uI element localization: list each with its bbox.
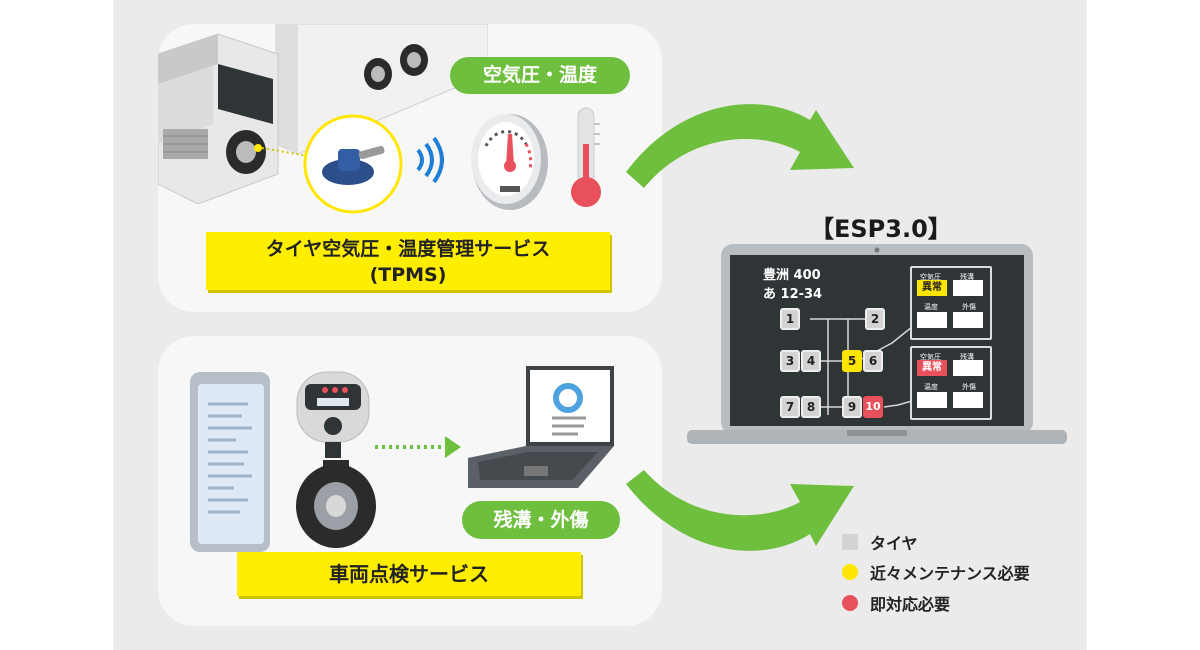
tire-8[interactable]: 8 [801,396,821,418]
damage-value [953,392,983,408]
yellow-circle-icon [842,564,858,580]
status-badge: 異常 [917,360,947,376]
tire-1[interactable]: 1 [780,308,800,330]
tpms-service-label: タイヤ空気圧・温度管理サービス (TPMS) [206,232,610,290]
legend-item-immediate-action: 即対応必要 [842,590,950,616]
temp-label: 温度 [924,303,938,311]
legend-item-tire: タイヤ [842,529,918,555]
damage-value [953,312,983,328]
pressure-label: 空気圧 [920,273,941,281]
status-badge: 異常 [917,280,947,296]
tpms-label-line2: (TPMS) [369,264,447,286]
legend-label: 即対応必要 [870,595,951,614]
tire-2[interactable]: 2 [865,308,885,330]
legend-label: 近々メンテナンス必要 [870,564,1030,583]
groove-label: 残溝 [960,273,974,281]
damage-label: 外傷 [962,383,976,391]
dotted-arrow-icon [375,436,461,458]
inspection-service-label: 車両点検サービス [237,552,581,596]
tire-9[interactable]: 9 [842,396,862,418]
vehicle-plate-line1: 豊洲 400 [763,268,821,283]
inspection-badge: 残溝・外傷 [462,501,620,539]
tire-3[interactable]: 3 [780,350,800,372]
esp-title: 【ESP3.0】 [810,215,952,243]
tire-5[interactable]: 5 [842,350,862,372]
tire-7[interactable]: 7 [780,396,800,418]
smartphone-icon [190,372,270,552]
wireless-signal-icon [416,136,444,184]
damage-label: 外傷 [962,303,976,311]
temp-value [917,392,947,408]
pressure-gauge-icon [471,114,548,210]
laptop-report-icon [468,366,614,488]
groove-value [953,360,983,376]
tire-info-box-bottom[interactable]: 空気圧 残溝 異常 温度 外傷 [910,346,992,420]
temp-label: 温度 [924,383,938,391]
tpms-label-line1: タイヤ空気圧・温度管理サービス [265,238,551,260]
groove-value [953,280,983,296]
temp-value [917,312,947,328]
arrow-to-esp-top [626,104,854,188]
tire-6[interactable]: 6 [863,350,883,372]
tire-info-box-top[interactable]: 空気圧 残溝 異常 温度 外傷 [910,266,992,340]
vehicle-plate-line2: あ 12-34 [763,287,823,302]
tpms-sensor-icon [303,114,403,214]
legend-label: タイヤ [870,534,918,553]
gray-square-icon [842,534,858,550]
legend-item-maintenance-soon: 近々メンテナンス必要 [842,559,1030,585]
pressure-label: 空気圧 [920,353,941,361]
tire-4[interactable]: 4 [801,350,821,372]
red-circle-icon [842,595,858,611]
tire-10[interactable]: 10 [863,396,883,418]
arrow-to-esp-bottom [626,470,854,551]
truck-illustration [158,24,488,204]
tire-icon [296,460,376,548]
tpms-badge: 空気圧・温度 [450,57,630,94]
thermometer-icon [571,107,601,207]
groove-label: 残溝 [960,353,974,361]
tread-gauge-device-icon [296,371,370,458]
